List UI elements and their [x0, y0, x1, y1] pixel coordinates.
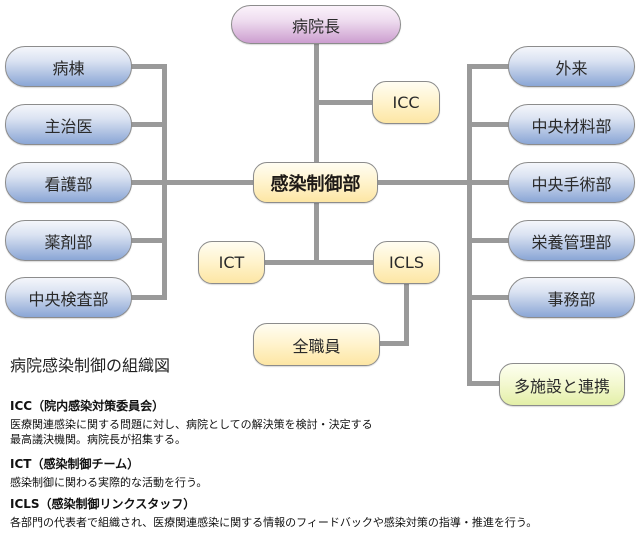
node-right-administration: 事務部 — [508, 277, 635, 318]
legend-desc: 感染制御に関わる実際的な活動を行う。 — [10, 476, 208, 489]
node-right-central-surgery: 中央手術部 — [508, 162, 635, 203]
connector-icls-down — [404, 282, 409, 346]
node-all-staff: 全職員 — [253, 323, 380, 366]
node-external-collaboration: 多施設と連携 — [499, 363, 625, 406]
legend-desc: 医療関連感染に関する問題に対し、病院としての解決策を検討・決定する — [10, 418, 373, 431]
diagram-title: 病院感染制御の組織図 — [10, 356, 171, 375]
connector-left-spine — [162, 64, 167, 300]
connector-right-spine — [467, 64, 472, 386]
legend-desc: 最高議決機関。病院長が招集する。 — [10, 433, 186, 446]
connector-right-5 — [469, 295, 510, 300]
connector-icc — [316, 100, 374, 105]
legend-term: ICC（院内感染対策委員会） — [10, 399, 165, 413]
legend-desc: 各部門の代表者で組織され、医療関連感染に関する情報のフィードバックや感染対策の指… — [10, 516, 538, 529]
node-left-nursing: 看護部 — [5, 162, 132, 203]
node-infection-control-dept: 感染制御部 — [253, 162, 378, 203]
node-left-attending-physician: 主治医 — [5, 104, 132, 145]
connector-right-2 — [469, 122, 510, 127]
node-icls: ICLS — [373, 241, 440, 284]
connector-all-staff — [378, 341, 409, 346]
legend-icls: ICLS（感染制御リンクスタッフ） 各部門の代表者で組織され、医療関連感染に関す… — [10, 497, 537, 530]
node-left-ward: 病棟 — [5, 46, 132, 87]
legend-ict: ICT（感染制御チーム） 感染制御に関わる実際的な活動を行う。 — [10, 457, 207, 490]
node-left-pharmacy: 薬剤部 — [5, 220, 132, 261]
legend-term: ICT（感染制御チーム） — [10, 457, 140, 471]
legend-icc: ICC（院内感染対策委員会） 医療関連感染に関する問題に対し、病院としての解決策… — [10, 399, 373, 447]
connector-left-5 — [130, 295, 166, 300]
connector-right-4 — [469, 238, 510, 243]
node-ict: ICT — [198, 241, 265, 284]
node-right-central-supply: 中央材料部 — [508, 104, 635, 145]
node-right-outpatient: 外来 — [508, 46, 635, 87]
connector-right-external — [469, 381, 501, 386]
connector-left-4 — [130, 238, 166, 243]
legend-term: ICLS（感染制御リンクスタッフ） — [10, 497, 196, 511]
connector-right-1 — [469, 64, 510, 69]
connector-ict-icls — [263, 260, 375, 265]
node-left-central-lab: 中央検査部 — [5, 277, 132, 318]
connector-left-2 — [130, 122, 166, 127]
node-hospital-director: 病院長 — [231, 5, 401, 44]
node-icc: ICC — [372, 81, 440, 124]
connector-left-1 — [130, 64, 166, 69]
node-right-nutrition: 栄養管理部 — [508, 220, 635, 261]
connector-director-to-center — [314, 42, 319, 264]
